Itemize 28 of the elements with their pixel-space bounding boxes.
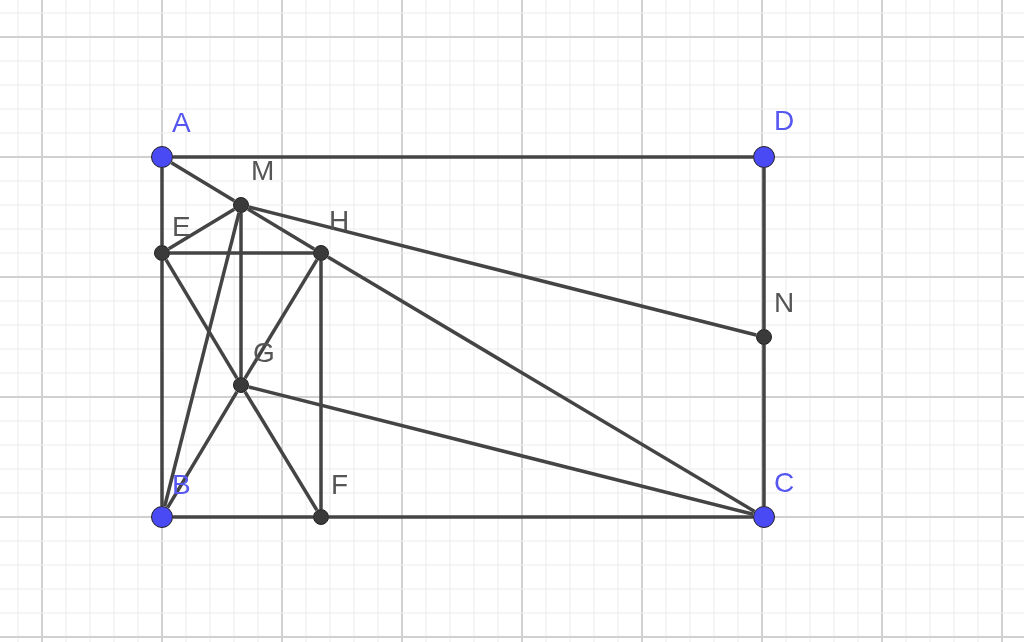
line-segment (319, 261, 323, 509)
point-label: A (172, 109, 191, 137)
line-segment (329, 515, 753, 519)
line-segment (248, 385, 754, 516)
line-segment (327, 255, 756, 513)
line-segment (173, 155, 753, 159)
line-segment (164, 259, 239, 379)
line-segment (173, 515, 313, 519)
point-label: M (251, 157, 275, 185)
point-label: C (774, 469, 795, 497)
line-segment (167, 207, 236, 251)
line-segment (243, 258, 319, 380)
point-label: E (172, 213, 191, 241)
line-segment (762, 345, 766, 506)
line-segment (170, 161, 236, 203)
line-segment (160, 168, 164, 245)
point-label: D (774, 107, 795, 135)
line-segment (247, 207, 315, 251)
point-label: F (331, 471, 349, 499)
line-segment (166, 391, 239, 509)
point-label: N (774, 289, 795, 317)
line-segment (160, 261, 164, 506)
line-segment (762, 168, 766, 329)
line-segment (243, 390, 319, 512)
line-segment (163, 212, 241, 507)
line-segment (170, 251, 313, 255)
line-segment (239, 213, 243, 377)
line-segment (248, 205, 757, 337)
